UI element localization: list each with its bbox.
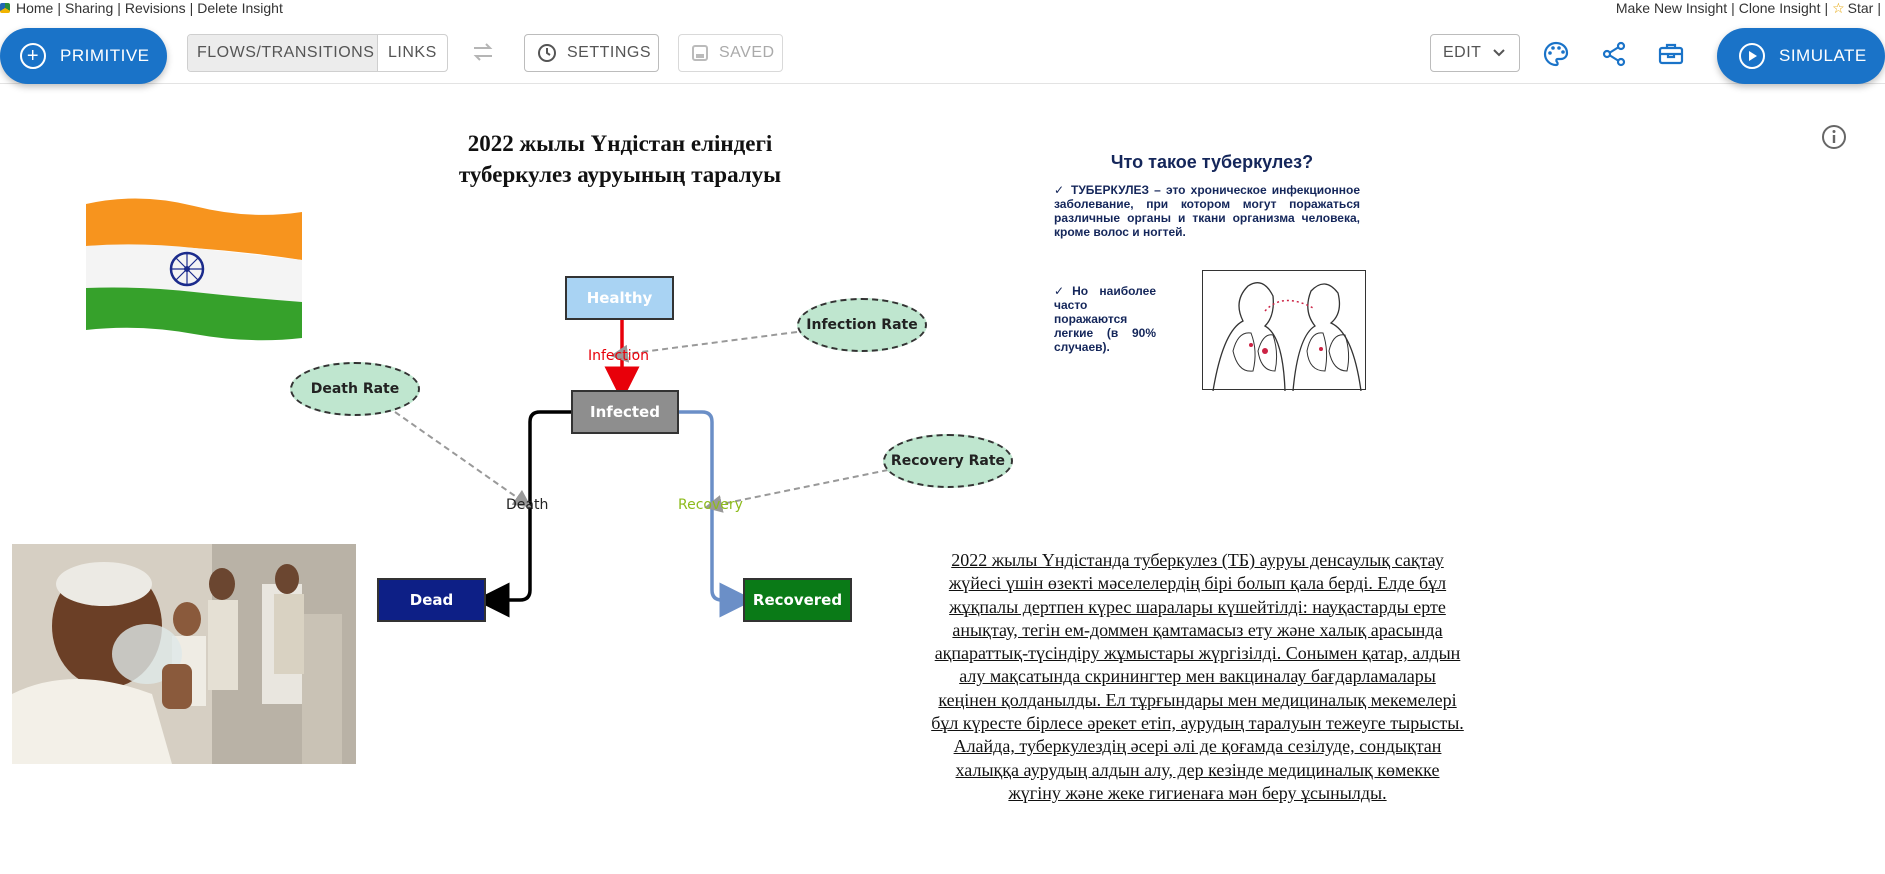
death-rate-link[interactable] bbox=[394, 411, 532, 508]
play-icon bbox=[1739, 43, 1765, 69]
primitive-label: PRIMITIVE bbox=[60, 46, 150, 65]
info-box-title: Что такое туберкулез? bbox=[1110, 152, 1314, 172]
flow-label-infection[interactable]: Infection bbox=[588, 348, 650, 364]
toolbar: + PRIMITIVE FLOWS/TRANSITIONS LINKS SETT… bbox=[0, 22, 1885, 84]
edit-label: EDIT bbox=[1443, 44, 1482, 61]
nav-separator: | bbox=[1824, 0, 1829, 16]
top-nav-right: Make New Insight| Clone Insight| ☆Star| bbox=[1616, 0, 1885, 16]
nav-star-link[interactable]: Star bbox=[1847, 0, 1874, 16]
variable-death-rate[interactable]: Death Rate bbox=[290, 362, 420, 416]
toolbox-icon[interactable] bbox=[1656, 39, 1686, 69]
nav-home-link[interactable]: Home bbox=[16, 0, 54, 16]
saved-button[interactable]: SAVED bbox=[678, 34, 783, 72]
add-primitive-button[interactable]: + PRIMITIVE bbox=[0, 28, 167, 84]
clock-icon bbox=[537, 43, 557, 63]
india-flag-image[interactable] bbox=[84, 196, 304, 344]
share-icon[interactable] bbox=[1599, 39, 1629, 69]
nav-revisions-link[interactable]: Revisions bbox=[124, 0, 186, 16]
stock-recovered[interactable]: Recovered bbox=[743, 578, 852, 622]
variable-infection-rate[interactable]: Infection Rate bbox=[797, 298, 927, 352]
infection-rate-link[interactable] bbox=[610, 331, 798, 363]
stock-healthy[interactable]: Healthy bbox=[565, 276, 674, 320]
simulate-button[interactable]: SIMULATE bbox=[1717, 28, 1885, 84]
top-nav-left: Home| Sharing| Revisions| Delete Insight bbox=[0, 0, 283, 16]
variable-recovery-rate[interactable]: Recovery Rate bbox=[883, 434, 1013, 488]
diagram-title[interactable]: 2022 жылы Үндістан еліндегі туберкулез а… bbox=[458, 131, 782, 187]
save-icon bbox=[691, 43, 709, 63]
star-icon[interactable]: ☆ bbox=[1832, 0, 1845, 16]
info-box-paragraph-1: ✓ ТУБЕРКУЛЕЗ – это хроническое инфекцион… bbox=[1054, 183, 1360, 239]
tab-flows-transitions[interactable]: FLOWS/TRANSITIONS bbox=[188, 35, 378, 71]
tab-links[interactable]: LINKS bbox=[388, 44, 437, 61]
plus-icon: + bbox=[20, 43, 46, 69]
chevron-down-icon bbox=[1491, 43, 1507, 63]
info-box-paragraph-2: ✓Но наиболее часто поражаются легкие (в … bbox=[1054, 284, 1156, 354]
nav-separator: | bbox=[189, 0, 194, 16]
flow-label-recovery[interactable]: Recovery bbox=[678, 497, 743, 513]
stock-infected[interactable]: Infected bbox=[571, 390, 679, 434]
simulate-label: SIMULATE bbox=[1779, 46, 1867, 65]
settings-button[interactable]: SETTINGS bbox=[524, 34, 659, 72]
connection-mode-toggle: FLOWS/TRANSITIONS LINKS bbox=[187, 34, 448, 72]
palette-icon[interactable] bbox=[1541, 39, 1571, 69]
nav-separator: | bbox=[1877, 0, 1881, 16]
nav-separator: | bbox=[57, 0, 61, 16]
nav-delete-insight-link[interactable]: Delete Insight bbox=[197, 0, 283, 16]
app-logo-icon[interactable] bbox=[0, 3, 10, 13]
description-text[interactable]: 2022 жылы Үндістанда туберкулез (ТБ) аур… bbox=[931, 550, 1464, 803]
edit-dropdown[interactable]: EDIT bbox=[1430, 34, 1520, 72]
lungs-illustration bbox=[1202, 270, 1366, 392]
nav-sharing-link[interactable]: Sharing bbox=[65, 0, 114, 16]
patient-photo[interactable] bbox=[12, 544, 356, 764]
nav-separator: | bbox=[117, 0, 121, 16]
settings-label: SETTINGS bbox=[567, 44, 652, 61]
top-nav: Home| Sharing| Revisions| Delete Insight… bbox=[0, 0, 1885, 18]
nav-separator: | bbox=[1731, 0, 1735, 16]
swap-arrows-icon[interactable] bbox=[468, 40, 498, 64]
stock-dead[interactable]: Dead bbox=[377, 578, 486, 622]
flow-label-death[interactable]: Death bbox=[506, 497, 549, 513]
info-icon[interactable] bbox=[1821, 124, 1847, 150]
nav-make-new-insight-link[interactable]: Make New Insight bbox=[1615, 0, 1728, 16]
nav-clone-insight-link[interactable]: Clone Insight bbox=[1738, 0, 1821, 16]
tuberculosis-info-box[interactable]: Что такое туберкулез? ✓ ТУБЕРКУЛЕЗ – это… bbox=[1048, 152, 1366, 392]
saved-label: SAVED bbox=[719, 44, 775, 61]
